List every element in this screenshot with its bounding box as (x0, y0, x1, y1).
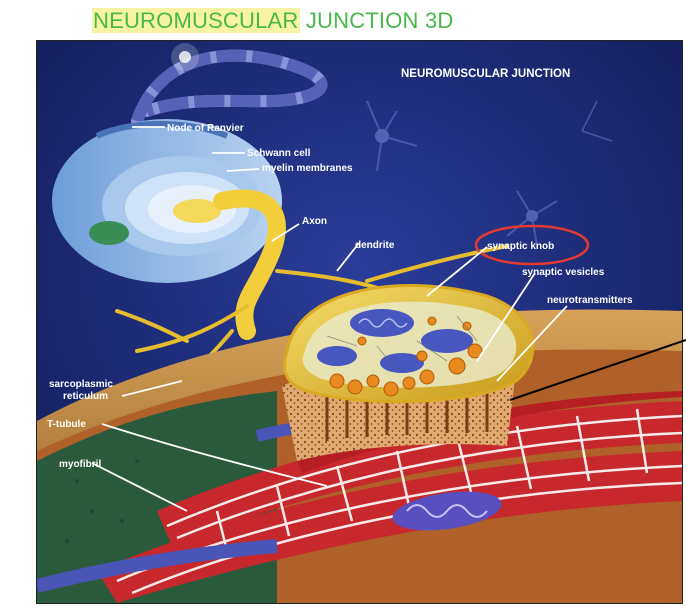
slide-title-highlight: NEUROMUSCULAR (92, 8, 300, 33)
axon-loop (131, 43, 328, 127)
label-synaptic-vesicles: synaptic vesicles (522, 267, 605, 278)
label-reticulum: reticulum (63, 391, 108, 402)
label-sarcoplasmic: sarcoplasmic (49, 379, 113, 390)
neuromuscular-diagram: NEUROMUSCULAR JUNCTION Node of Ranvier S… (37, 41, 682, 603)
diagram-frame: NEUROMUSCULAR JUNCTION Node of Ranvier S… (36, 40, 683, 604)
highlight-circle (474, 224, 590, 266)
diagram-heading: NEUROMUSCULAR JUNCTION (401, 68, 570, 80)
label-synaptic-knob: synaptic knob (487, 241, 554, 252)
slide-title: NEUROMUSCULAR JUNCTION 3D (92, 8, 453, 34)
label-dendrite: dendrite (355, 240, 395, 251)
label-node-of-ranvier: Node of Ranvier (167, 123, 244, 134)
leader-lines (91, 126, 568, 512)
label-axon: Axon (302, 216, 327, 227)
myelin-sheath (52, 119, 282, 283)
synaptic-knob (283, 283, 535, 404)
label-schwann-cell: Schwann cell (247, 148, 311, 159)
label-t-tubule: T-tubule (47, 419, 86, 430)
label-neurotransmitters: neurotransmitters (547, 295, 633, 306)
label-myofibril: myofibril (59, 459, 101, 470)
slide-title-rest: JUNCTION 3D (299, 8, 454, 33)
mitochondrion (392, 491, 502, 531)
background-neurons (366, 100, 613, 247)
label-myelin-membranes: myelin membranes (262, 163, 353, 174)
